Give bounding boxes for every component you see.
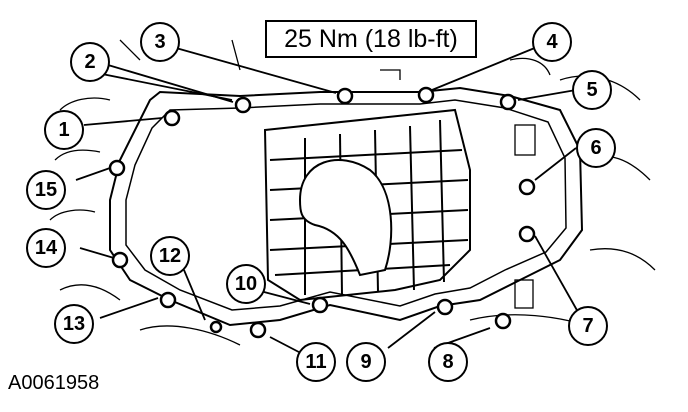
bolt-6 bbox=[518, 178, 536, 196]
callout-11: 11 bbox=[296, 342, 336, 382]
callout-2: 2 bbox=[70, 42, 110, 82]
callout-14: 14 bbox=[26, 228, 66, 268]
callout-6: 6 bbox=[576, 128, 616, 168]
callout-7: 7 bbox=[568, 306, 608, 346]
bolt-8 bbox=[494, 312, 512, 330]
bolt-14 bbox=[111, 251, 129, 269]
bolt-7 bbox=[518, 225, 536, 243]
bolt-3 bbox=[336, 87, 354, 105]
callout-10: 10 bbox=[226, 264, 266, 304]
callout-12: 12 bbox=[150, 236, 190, 276]
bolt-10 bbox=[311, 296, 329, 314]
callout-15: 15 bbox=[26, 170, 66, 210]
callout-5: 5 bbox=[572, 70, 612, 110]
torque-spec-label: 25 Nm (18 lb-ft) bbox=[265, 20, 477, 58]
callout-4: 4 bbox=[532, 22, 572, 62]
bolt-4 bbox=[417, 86, 435, 104]
callout-13: 13 bbox=[54, 304, 94, 344]
bolt-5 bbox=[499, 93, 517, 111]
drain-shape bbox=[298, 159, 393, 277]
bolt-13 bbox=[159, 291, 177, 309]
callout-8: 8 bbox=[428, 342, 468, 382]
callout-1: 1 bbox=[44, 110, 84, 150]
callout-9: 9 bbox=[346, 342, 386, 382]
bolt-11 bbox=[249, 321, 267, 339]
figure-id: A0061958 bbox=[8, 372, 100, 394]
callout-3: 3 bbox=[140, 22, 180, 62]
bolt-1 bbox=[163, 109, 181, 127]
bolt-12 bbox=[209, 320, 223, 334]
bolt-9 bbox=[436, 298, 454, 316]
bolt-heads bbox=[108, 86, 536, 339]
bolt-2 bbox=[234, 96, 252, 114]
bolt-15 bbox=[108, 159, 126, 177]
